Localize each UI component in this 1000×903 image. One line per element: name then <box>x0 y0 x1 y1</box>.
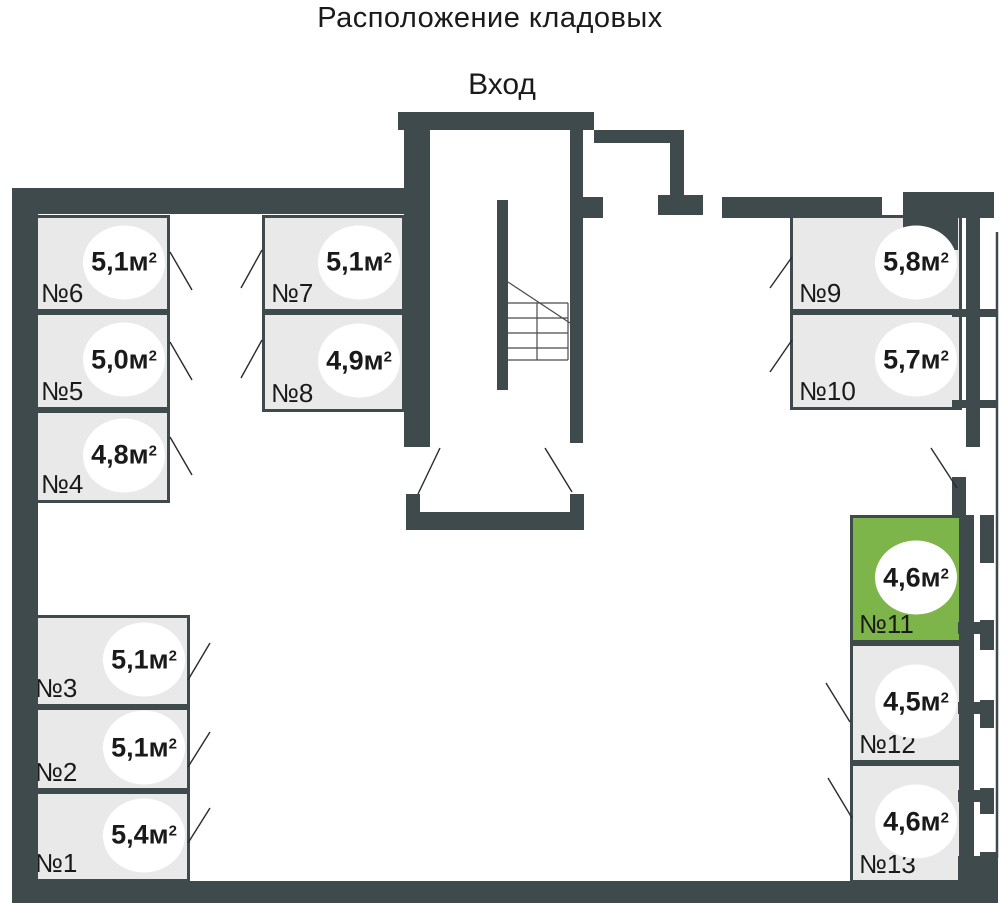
area-value: 4,9м2 <box>326 345 392 376</box>
area-value: 5,0м2 <box>91 344 157 375</box>
storage-unit-11[interactable]: 4,6м2 №11 <box>850 515 962 643</box>
wall-right-of-units <box>960 515 974 883</box>
wall-elevator-bar <box>497 200 508 390</box>
wall-vestibule-top <box>398 112 594 130</box>
area-bubble: 5,1м2 <box>318 225 400 300</box>
wall-pier-above-11 <box>952 477 966 517</box>
storage-unit-13[interactable]: 4,6м2 №13 <box>850 763 962 883</box>
area-bubble: 5,1м2 <box>103 622 185 697</box>
area-value: 5,1м2 <box>91 246 157 277</box>
area-value: 4,6м2 <box>883 806 949 837</box>
wall-bottom-right-block <box>958 856 998 903</box>
unit-number: №7 <box>271 278 314 308</box>
unit-number: №10 <box>799 376 856 406</box>
wall-facade-conn-2 <box>958 702 994 714</box>
wall-top-right-a <box>722 197 882 218</box>
unit-number: №8 <box>271 378 314 408</box>
wall-stairwell-right <box>570 130 583 443</box>
wall-entry-stub-left <box>406 494 420 514</box>
area-bubble: 4,8м2 <box>83 418 165 493</box>
unit-number: №9 <box>799 278 842 308</box>
area-value: 5,7м2 <box>883 344 949 375</box>
storage-unit-10[interactable]: 5,7м2 №10 <box>790 312 962 410</box>
area-bubble: 4,6м2 <box>875 540 957 615</box>
wall-entry-stub-right <box>570 494 584 514</box>
storage-unit-1[interactable]: 5,4м2 №1 <box>26 791 190 882</box>
wall-entry-bottom-bar <box>406 512 584 530</box>
unit-number: №3 <box>35 673 78 703</box>
unit-number: №1 <box>35 848 78 878</box>
wall-lobby-right <box>670 143 684 197</box>
stairs-icon <box>507 281 571 361</box>
area-bubble: 4,9м2 <box>318 323 400 398</box>
storage-unit-12[interactable]: 4,5м2 №12 <box>850 643 962 763</box>
wall-lobby-foot <box>658 195 703 215</box>
unit-number: №6 <box>41 278 84 308</box>
storage-unit-6[interactable]: 5,1м2 №6 <box>32 215 170 312</box>
wall-stairwell-left <box>404 130 430 447</box>
wall-facade-upper <box>966 218 980 447</box>
storage-unit-9[interactable]: 5,8м2 №9 <box>790 215 962 312</box>
storage-unit-4[interactable]: 4,8м2 №4 <box>32 410 170 503</box>
area-bubble: 5,8м2 <box>875 225 957 300</box>
wall-window-tick-1 <box>952 309 998 317</box>
area-bubble: 5,7м2 <box>875 322 957 397</box>
page-title: Расположение кладовых <box>317 2 663 34</box>
area-bubble: 5,1м2 <box>83 225 165 300</box>
storage-unit-3[interactable]: 5,1м2 №3 <box>26 615 190 707</box>
area-bubble: 5,0м2 <box>83 322 165 397</box>
area-value: 4,6м2 <box>883 562 949 593</box>
area-value: 5,1м2 <box>111 732 177 763</box>
unit-number: №11 <box>859 609 914 639</box>
area-value: 4,8м2 <box>91 439 157 470</box>
wall-top-right-b <box>903 192 994 218</box>
wall-bottom <box>12 881 998 903</box>
unit-number: №5 <box>41 376 84 406</box>
wall-facade-conn-1 <box>958 622 994 634</box>
area-value: 5,4м2 <box>111 819 177 850</box>
unit-number: №4 <box>41 469 84 499</box>
area-bubble: 5,1м2 <box>103 710 185 785</box>
wall-lobby-top <box>594 130 684 143</box>
storage-unit-8[interactable]: 4,9м2 №8 <box>262 312 405 412</box>
wall-left <box>12 188 38 903</box>
area-value: 4,5м2 <box>883 686 949 717</box>
area-bubble: 5,4м2 <box>103 798 185 873</box>
wall-facade-seg-1 <box>980 515 994 563</box>
wall-window-tick-2 <box>952 400 998 408</box>
area-value: 5,1м2 <box>111 644 177 675</box>
storage-unit-2[interactable]: 5,1м2 №2 <box>26 707 190 791</box>
area-bubble: 4,6м2 <box>875 784 957 859</box>
area-value: 5,1м2 <box>326 246 392 277</box>
area-bubble: 4,5м2 <box>875 664 957 739</box>
wall-facade-conn-3 <box>958 790 994 802</box>
storage-unit-7[interactable]: 5,1м2 №7 <box>262 215 405 312</box>
wall-top-left <box>12 188 404 214</box>
entrance-label: Вход <box>468 68 536 101</box>
unit-number: №2 <box>35 757 78 787</box>
area-value: 5,8м2 <box>883 246 949 277</box>
wall-opening-stub <box>582 197 603 218</box>
storage-unit-5[interactable]: 5,0м2 №5 <box>32 312 170 410</box>
